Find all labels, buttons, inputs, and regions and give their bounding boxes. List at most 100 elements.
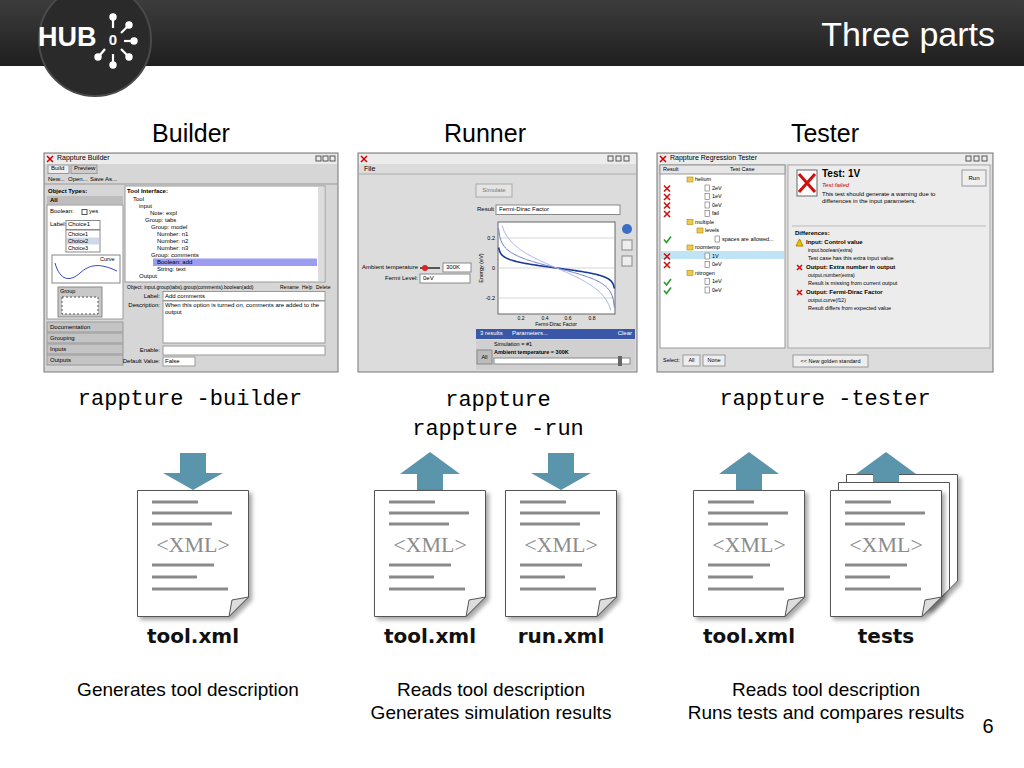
file-name: tool.xml [703,624,795,648]
screenshot-text: Tool Interface: [127,188,168,195]
screenshot-text: New... [48,176,65,183]
screenshot-text: File [364,165,375,173]
plot-curve [502,226,611,311]
file-name: run.xml [518,624,605,648]
screenshot-text: Output: Extra number in output [806,264,895,271]
page-outline [375,491,486,617]
screenshot-text: Result [477,206,494,213]
logo-spokes [112,20,114,28]
page-outline [506,491,617,617]
folder-icon [687,245,693,250]
text-line [845,512,925,515]
logo-spokes [95,14,136,67]
runner-screenshot [616,156,621,161]
tester-screenshot [962,170,986,186]
screenshot-text: Simulation = #1 [494,341,532,348]
block-arrows [719,452,779,490]
fail-mark [664,186,670,192]
builder-screenshot [44,153,338,372]
text-line [520,576,565,579]
tester-screenshot [658,154,992,164]
screenshot-text: Number: n1 [157,231,188,238]
tester-screenshot [657,153,993,372]
logo-spokes [121,49,127,55]
screenshot-text: 0.8 [589,315,596,321]
case-icon [705,287,710,293]
text-line [152,564,214,567]
tester-screenshot [660,156,666,162]
screenshot-text: 1V [712,253,719,260]
tester-screenshot [657,153,993,372]
screenshot-text: Tool [133,196,144,203]
slide-title: Three parts [821,14,995,55]
builder-screenshot [47,196,123,205]
text-line [520,523,580,526]
runner-screenshot [622,240,632,250]
logo-spokes [95,54,100,59]
text-line [520,564,582,567]
screenshot-text: Help [302,284,312,290]
tester-screenshot [661,251,784,259]
screenshot-text: Object Types: [48,188,87,195]
tester-screenshot [796,239,803,246]
case-icon [715,236,720,242]
fail-mark [664,203,670,209]
runner-screenshot [358,153,637,372]
builder-screenshot [47,355,123,365]
screenshot-text: False [165,358,180,365]
case-icon [705,253,710,259]
screenshot-text: 1eV [712,193,722,200]
runner-screenshot [420,274,470,283]
screenshot-text: Test case has this extra input value [808,255,894,262]
runner-screenshot [622,256,632,266]
screenshot-text: Fermi-Dirac Factor [535,321,577,327]
screenshot-text: All [481,354,487,361]
tester-screenshot [797,265,802,270]
builder-screenshot [62,297,98,314]
screenshot-text: Label: [144,293,160,300]
screenshot-text: Result differs from expected value [808,305,891,312]
screenshot-text: Group: tabs [145,217,176,224]
screenshot-text: Test failed [822,182,849,189]
screenshot-text: When this option is turned on, comments … [165,302,320,316]
tester-screenshot [660,165,785,174]
screenshot-text: input.boolean(extra) [808,247,852,253]
text-line [708,588,784,591]
screenshot-text: Choice2 [68,238,88,245]
screenshot-text: Open... [68,176,88,183]
screenshot-text: Result is missing from current output [808,280,897,287]
screenshot-text: output.curve(f12) [808,297,846,303]
folder-icon [687,177,693,182]
builder-screenshot [323,156,328,161]
builder-screenshot [163,292,325,301]
page-number: 6 [982,714,993,738]
text-line [389,512,469,515]
builder-screenshot [44,184,338,185]
screenshot-text: Fermi Level: [385,275,418,282]
screenshot-text: Rappture Regression Tester [670,154,757,162]
builder-screenshot [82,210,87,215]
tester-screenshot [797,290,802,295]
runner-screenshot [622,224,632,234]
logo-spokes [112,54,114,62]
builder-screenshot [66,230,100,252]
builder-screenshot [71,165,97,174]
case-icon [705,185,710,191]
builder-screenshot [163,301,325,343]
screenshot-text: Group: model [151,224,187,231]
screenshot-text: 0 [492,265,495,272]
builder-screenshot [153,259,317,267]
text-line [845,576,890,579]
screenshot-text: All [50,197,58,204]
screenshot-text: Simulate [482,187,505,194]
text-line [708,512,788,515]
screenshot-text: input [139,203,152,210]
screenshot-text: None [707,357,720,364]
screenshot-text: Choice1 [68,221,90,228]
screenshot-text: Group: comments [151,252,199,259]
plot-curves [499,226,615,311]
builder-screenshot [48,165,69,174]
xml-document: <XML>run.xml [505,490,617,617]
builder-screenshot [47,322,123,332]
runner-screenshot [359,154,636,164]
